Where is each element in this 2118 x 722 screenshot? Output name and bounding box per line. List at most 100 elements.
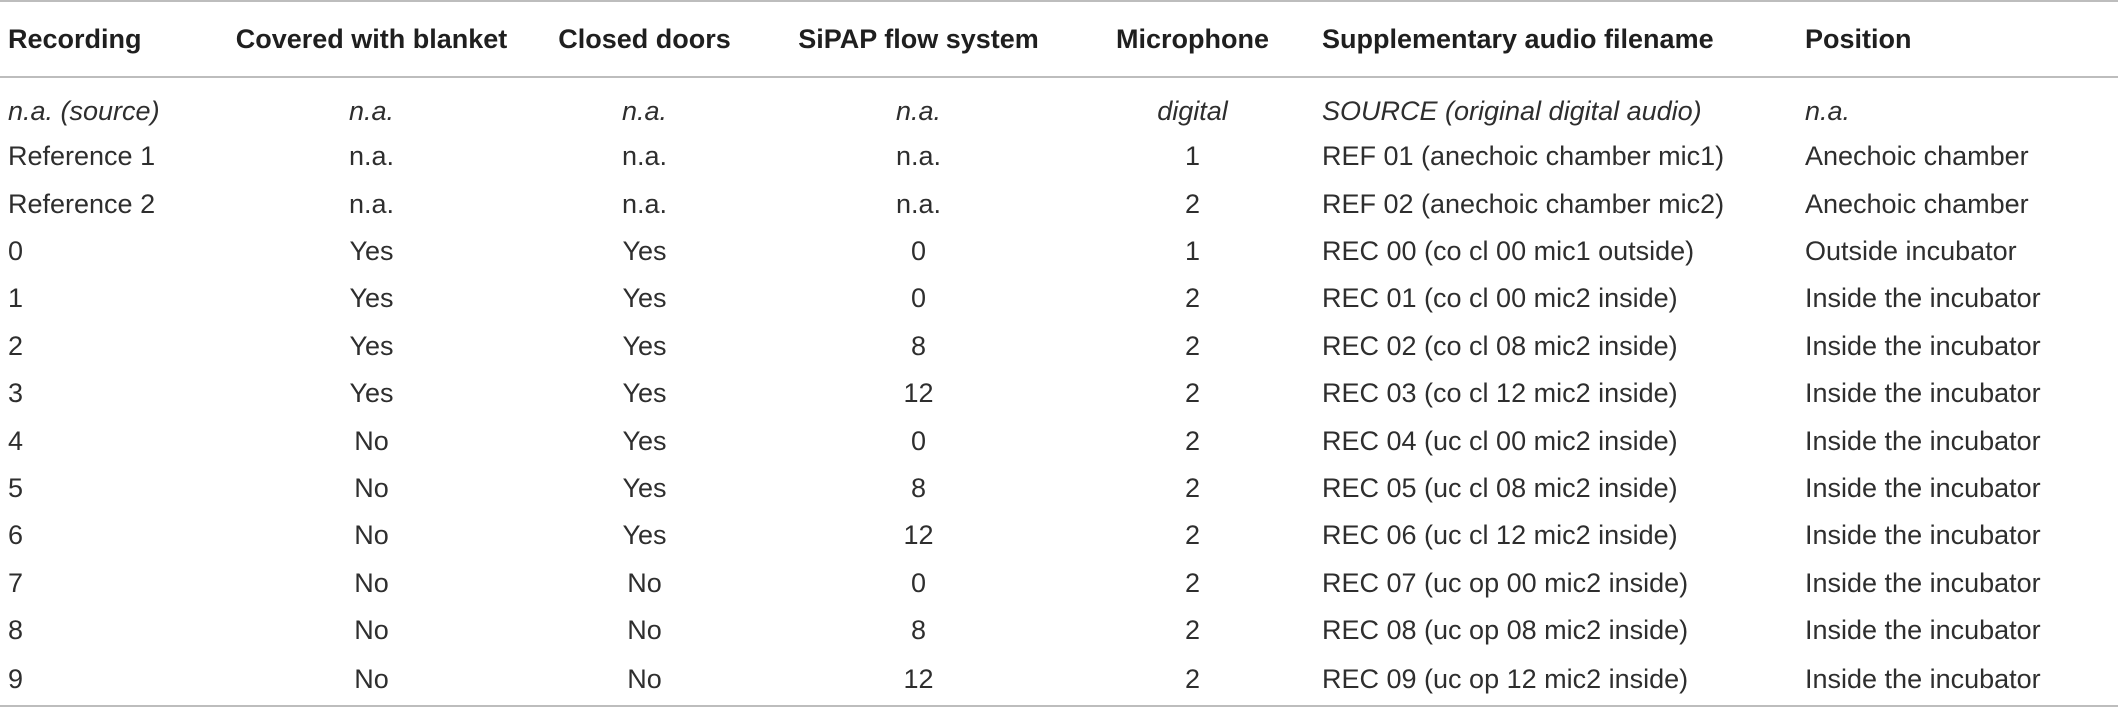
table-row: 7 No No 0 2 REC 07 (uc op 00 mic2 inside) Insi… [0, 560, 2118, 607]
cell-covered: No [354, 520, 389, 551]
cell-covered: No [354, 472, 389, 503]
cell-covered: Yes [349, 283, 394, 314]
cell-position: Inside the incubator [1805, 378, 2041, 409]
cell-microphone: 2 [1184, 330, 1201, 361]
cell-microphone: 2 [1184, 425, 1201, 456]
cell-filename: REF 01 (anechoic chamber mic1) [1322, 141, 1725, 172]
cell-microphone: 1 [1184, 141, 1201, 172]
cell-position: n.a. [1805, 96, 1851, 126]
cell-position: Inside the incubator [1805, 615, 2041, 646]
cell-sipap: n.a. [895, 188, 942, 219]
table-body: n.a. (source) n.a. n.a. n.a. digital SOURCE (… [0, 77, 2118, 708]
cell-filename: REF 02 (anechoic chamber mic2) [1322, 188, 1725, 219]
cell-closed-doors: Yes [622, 425, 667, 456]
header-closed-doors: Closed doors [523, 0, 766, 78]
header-recording: Recording [0, 0, 220, 78]
cell-sipap: 12 [903, 378, 934, 409]
cell-microphone: 2 [1184, 567, 1201, 598]
cell-filename: REC 09 (uc op 12 mic2 inside) [1314, 654, 1797, 708]
cell-position: Outside incubator [1805, 235, 2017, 266]
cell-position: Inside the incubator [1805, 567, 2041, 598]
cell-recording: 1 [8, 283, 24, 314]
cell-closed-doors: n.a. [621, 141, 668, 172]
cell-closed-doors: Yes [622, 472, 667, 503]
cell-covered: No [354, 567, 389, 598]
cell-microphone: 2 [1184, 615, 1201, 646]
cell-position: Inside the incubator [1805, 330, 2041, 361]
cell-microphone: 2 [1184, 378, 1201, 409]
cell-filename: REC 06 (uc cl 12 mic2 inside) [1322, 520, 1678, 551]
cell-filename: REC 01 (co cl 00 mic2 inside) [1322, 283, 1678, 314]
cell-sipap: 0 [910, 235, 927, 266]
table-row: 8 No No 8 2 REC 08 (uc op 08 mic2 inside) Insi… [0, 607, 2118, 654]
cell-filename: REC 07 (uc op 00 mic2 inside) [1322, 567, 1689, 598]
cell-covered: No [354, 615, 389, 646]
cell-filename: REC 08 (uc op 08 mic2 inside) [1322, 615, 1689, 646]
cell-recording: 3 [8, 378, 24, 409]
cell-filename: REC 05 (uc cl 08 mic2 inside) [1322, 472, 1678, 503]
cell-closed-doors: n.a. [621, 96, 668, 126]
cell-closed-doors: No [627, 567, 662, 598]
cell-microphone: 2 [1071, 654, 1314, 708]
cell-sipap: 0 [910, 567, 927, 598]
cell-sipap: 12 [903, 520, 934, 551]
cell-closed-doors: Yes [622, 235, 667, 266]
cell-filename: REC 00 (co cl 00 mic1 outside) [1322, 235, 1695, 266]
cell-recording: 2 [8, 330, 24, 361]
cell-covered: n.a. [348, 141, 395, 172]
cell-microphone: 2 [1184, 188, 1201, 219]
cell-filename: REC 02 (co cl 08 mic2 inside) [1322, 330, 1678, 361]
cell-position: Anechoic chamber [1805, 141, 2029, 172]
cell-closed-doors: No [523, 654, 766, 708]
cell-position: Inside the incubator [1805, 472, 2041, 503]
cell-position: Inside the incubator [1805, 425, 2041, 456]
cell-sipap: n.a. [895, 141, 942, 172]
cell-recording: 8 [8, 615, 24, 646]
cell-recording: Reference 2 [8, 188, 156, 219]
cell-filename: REC 03 (co cl 12 mic2 inside) [1322, 378, 1678, 409]
cell-recording: 7 [8, 567, 24, 598]
header-microphone: Microphone [1071, 0, 1314, 78]
table-row: Reference 1 n.a. n.a. n.a. 1 REF 01 (anechoic… [0, 133, 2118, 180]
cell-sipap: 0 [910, 283, 927, 314]
cell-covered: No [354, 425, 389, 456]
cell-closed-doors: No [627, 615, 662, 646]
cell-microphone: 2 [1184, 283, 1201, 314]
cell-covered: Yes [349, 330, 394, 361]
cell-sipap: 8 [910, 615, 927, 646]
cell-recording: 9 [0, 654, 220, 708]
cell-sipap: 8 [910, 330, 927, 361]
table-row: 1 Yes Yes 0 2 REC 01 (co cl 00 mic2 inside) In… [0, 275, 2118, 322]
cell-closed-doors: Yes [622, 520, 667, 551]
cell-recording: 5 [8, 472, 24, 503]
cell-covered: Yes [349, 378, 394, 409]
cell-covered: n.a. [348, 96, 395, 126]
cell-closed-doors: Yes [622, 330, 667, 361]
header-sipap: SiPAP flow system [766, 0, 1071, 78]
cell-microphone: 1 [1184, 235, 1201, 266]
cell-microphone: 2 [1184, 520, 1201, 551]
table-row: 2 Yes Yes 8 2 REC 02 (co cl 08 mic2 inside) In… [0, 323, 2118, 370]
cell-filename: REC 04 (uc cl 00 mic2 inside) [1322, 425, 1678, 456]
cell-filename: SOURCE (original digital audio) [1322, 96, 1702, 126]
cell-position: Inside the incubator [1797, 654, 2118, 708]
cell-recording: Reference 1 [8, 141, 156, 172]
cell-recording: n.a. (source) [8, 96, 160, 126]
table-header-row: Recording Covered with blanket Closed do… [0, 0, 2118, 78]
cell-sipap: n.a. [895, 96, 942, 126]
cell-microphone: 2 [1184, 472, 1201, 503]
cell-closed-doors: Yes [622, 283, 667, 314]
cell-recording: 6 [8, 520, 24, 551]
cell-position: Anechoic chamber [1805, 188, 2029, 219]
cell-recording: 0 [8, 235, 24, 266]
cell-position: Inside the incubator [1805, 283, 2041, 314]
cell-microphone: digital [1157, 96, 1228, 126]
